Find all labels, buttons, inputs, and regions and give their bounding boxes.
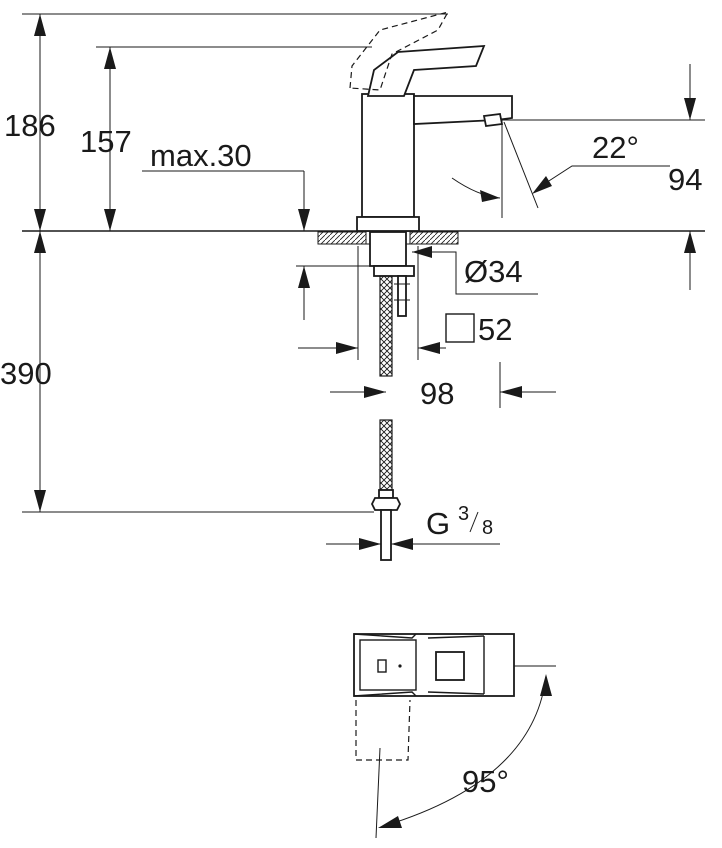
dim-95deg-label: 95° (462, 764, 509, 799)
dim-spout-reach: 22° 94 (451, 64, 705, 290)
dim-390-label: 390 (0, 356, 52, 391)
side-elevation (22, 11, 705, 561)
top-view-handle-rotated (355, 699, 411, 761)
dim-thread: G 3 8 (326, 503, 500, 550)
deck-section-left (317, 231, 367, 245)
faucet-handle (366, 45, 486, 97)
dim-max-deck: max.30 (142, 138, 372, 320)
mounting-shank (369, 231, 407, 267)
faucet-handle-lifted (349, 11, 450, 91)
mounting-nut (373, 265, 415, 277)
deck-section-right (409, 231, 459, 245)
top-view-lever-marker (377, 659, 387, 673)
top-view: 95° (353, 633, 556, 839)
dim-94-label: 94 (668, 162, 702, 197)
dim-hole-diameter: Ø34 (412, 246, 538, 295)
top-view-spout-outlet (435, 651, 465, 681)
dim-hose-offset: 98 (330, 362, 556, 411)
dim-total-height: 186 (4, 13, 448, 231)
top-view-handle (359, 639, 417, 691)
hose-fitting (378, 489, 394, 499)
dim-thread-g-label: G (426, 506, 450, 541)
dim-98-label: 98 (420, 376, 454, 411)
square-symbol (445, 313, 475, 343)
dim-34-label: Ø34 (464, 254, 523, 289)
dim-thread-numerator: 3 (458, 503, 469, 525)
dim-base-square: 52 (298, 246, 512, 360)
spout-outlet (482, 113, 504, 127)
supply-hose-lower (379, 419, 393, 491)
dim-thread-denominator: 8 (482, 517, 493, 539)
dim-22deg-label: 22° (592, 130, 639, 165)
dim-spout-height: 157 (80, 46, 372, 231)
dim-186-label: 186 (4, 108, 56, 143)
dim-max30-label: max.30 (150, 138, 252, 173)
dim-hose-length: 390 (0, 231, 374, 513)
mounting-rod (397, 275, 407, 317)
faucet-body (361, 93, 415, 218)
hose-connector-pipe (380, 509, 392, 561)
dim-52-label: 52 (478, 312, 512, 347)
supply-hose-upper (379, 275, 393, 377)
top-view-body (353, 633, 515, 697)
faucet-base-ring (356, 216, 420, 232)
dim-157-label: 157 (80, 124, 132, 159)
